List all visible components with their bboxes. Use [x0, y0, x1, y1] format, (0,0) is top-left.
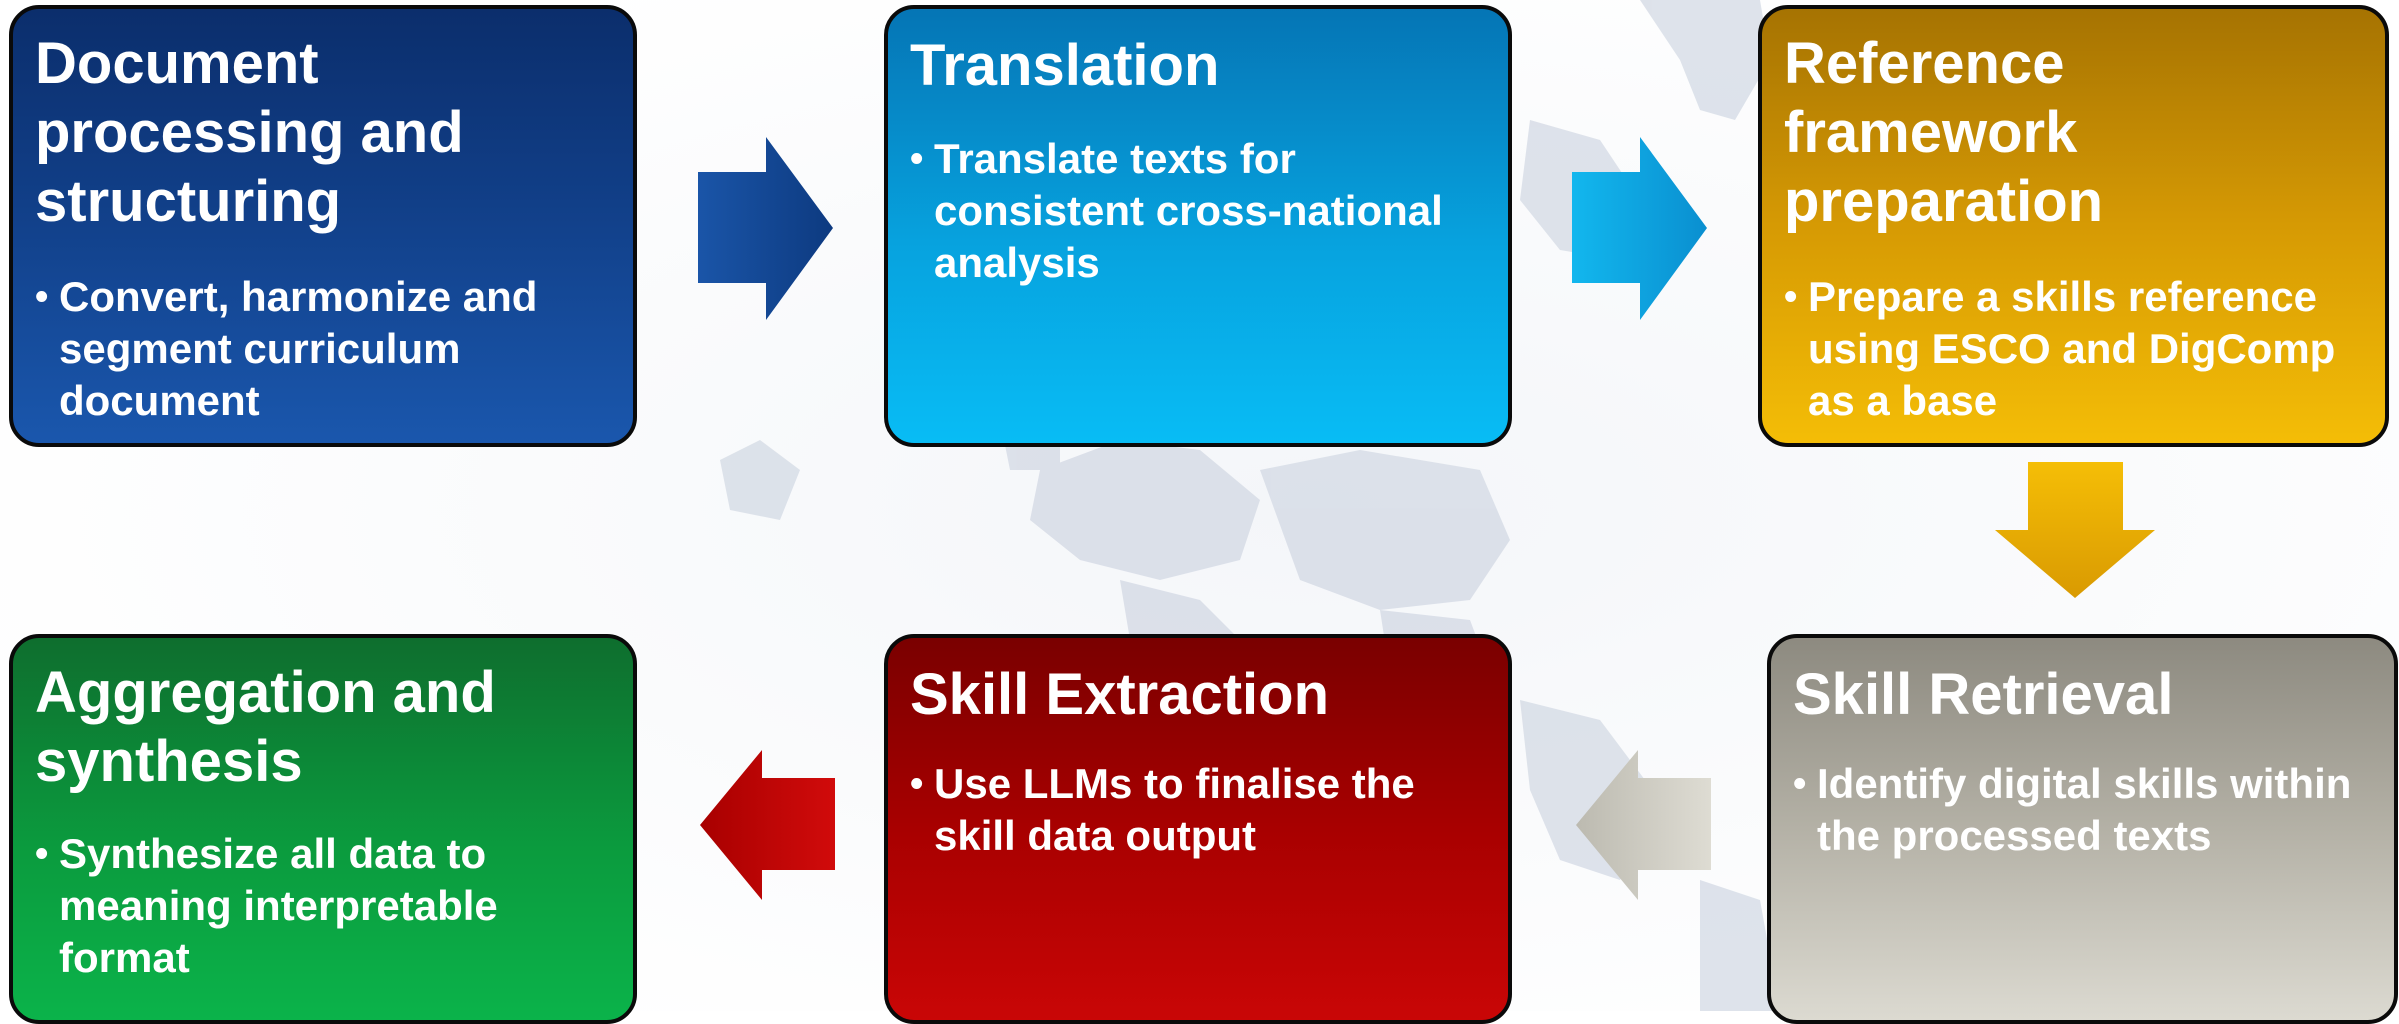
step-aggregation: Aggregation and synthesis Synthesize all… [9, 634, 637, 1024]
step-title: Document processing and structuring [35, 31, 464, 234]
arrow-right-icon [698, 137, 833, 320]
step-bullet: Identify digital skills within the proce… [1793, 758, 2384, 862]
step-bullet: Use LLMs to finalise the skill data outp… [910, 758, 1498, 862]
arrow-left-icon [700, 750, 835, 900]
step-bullet: Translate texts for consistent cross-nat… [910, 133, 1498, 289]
arrow-down-icon [1995, 462, 2155, 598]
step-title: Aggregation and synthesis [35, 660, 496, 794]
step-title: Skill Retrieval [1793, 662, 2174, 727]
arrow-right-icon [1572, 137, 1707, 320]
step-bullet: Prepare a skills reference using ESCO an… [1784, 271, 2375, 427]
step-title: Translation [910, 33, 1220, 98]
arrow-left-icon [1576, 750, 1711, 900]
step-reference-framework: Reference framework preparation Prepare … [1758, 5, 2389, 447]
step-skill-extraction: Skill Extraction Use LLMs to finalise th… [884, 634, 1512, 1024]
step-bullet: Synthesize all data to meaning interpret… [35, 828, 623, 984]
step-title: Skill Extraction [910, 662, 1330, 727]
step-title: Reference framework preparation [1784, 31, 2104, 234]
step-translation: Translation Translate texts for consiste… [884, 5, 1512, 447]
step-bullet: Convert, harmonize and segment curriculu… [35, 271, 623, 427]
step-document-processing: Document processing and structuring Conv… [9, 5, 637, 447]
step-skill-retrieval: Skill Retrieval Identify digital skills … [1767, 634, 2398, 1024]
